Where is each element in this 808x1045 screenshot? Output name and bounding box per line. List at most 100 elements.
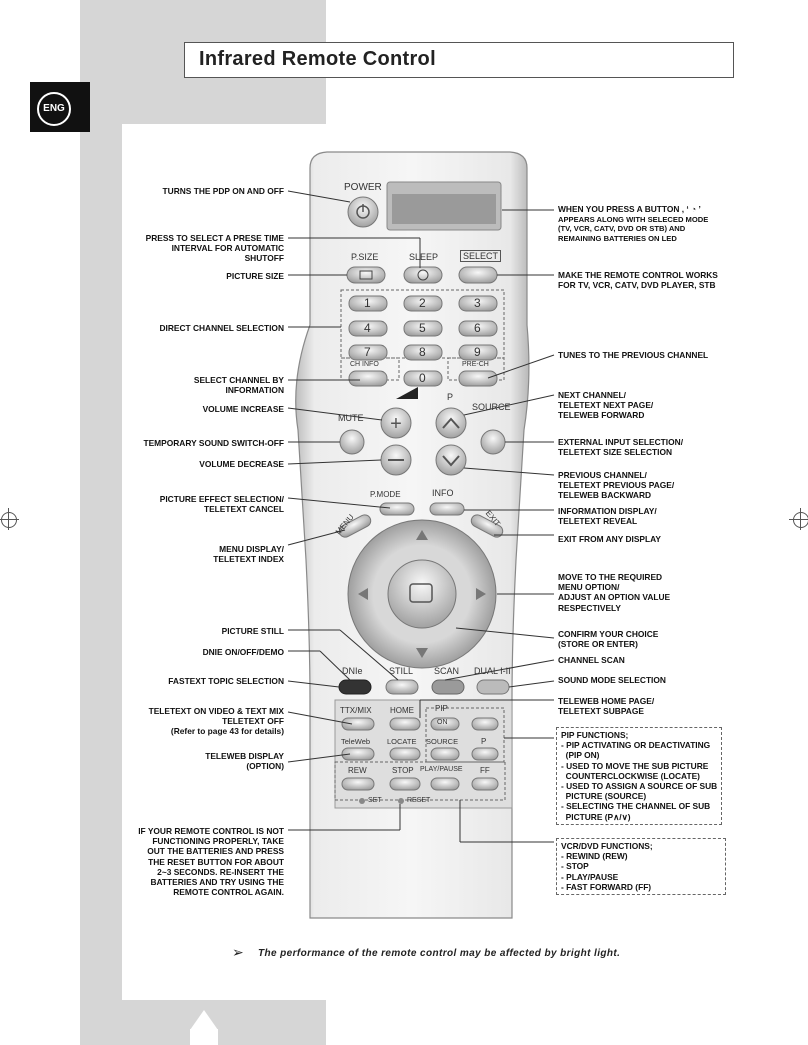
mute-button[interactable] xyxy=(340,430,364,454)
down-arrow-button[interactable] xyxy=(400,640,444,662)
channel-down-button[interactable] xyxy=(436,445,466,475)
power-button[interactable] xyxy=(350,202,376,228)
dnie-button[interactable] xyxy=(339,680,371,694)
info-label: INFO xyxy=(432,488,454,498)
select-label: SELECT xyxy=(460,250,502,262)
footnote: The performance of the remote control ma… xyxy=(258,948,621,959)
still-label: STILL xyxy=(389,666,414,676)
source-button[interactable] xyxy=(481,430,505,454)
page-tab-arrow-icon xyxy=(190,1010,218,1030)
page-tab-arrow-stem xyxy=(190,1029,218,1045)
power-button-label: POWER xyxy=(344,182,382,193)
right-arrow-button[interactable] xyxy=(470,572,492,616)
playpause-button[interactable] xyxy=(431,778,459,790)
callout-still: PICTURE STILL xyxy=(221,626,284,636)
scan-button[interactable] xyxy=(432,680,464,694)
callout-enter: CONFIRM YOUR CHOICE(STORE OR ENTER) xyxy=(558,629,659,650)
stop-button[interactable] xyxy=(390,778,420,790)
source-label: SOURCE xyxy=(472,402,511,412)
dual-button[interactable] xyxy=(477,680,509,694)
prech-button[interactable] xyxy=(459,371,497,386)
volume-down-button[interactable] xyxy=(381,445,411,475)
home-label: HOME xyxy=(390,706,414,715)
digit-3-button[interactable]: 3 xyxy=(474,296,481,310)
still-button[interactable] xyxy=(386,680,418,694)
volume-up-button[interactable] xyxy=(381,408,411,438)
pip-channel-up-button[interactable] xyxy=(472,718,498,730)
digit-0-button[interactable]: 0 xyxy=(419,371,426,385)
reset-button[interactable] xyxy=(396,796,406,806)
pip-p-label: P xyxy=(481,737,487,746)
pip-on-button[interactable]: ON xyxy=(437,719,448,726)
digit-6-button[interactable]: 6 xyxy=(474,321,481,335)
scan-label: SCAN xyxy=(434,666,460,676)
home-button[interactable] xyxy=(390,718,420,730)
rew-button[interactable] xyxy=(342,778,374,790)
callout-pip-box: PIP FUNCTIONS; - PIP ACTIVATING OR DEACT… xyxy=(556,727,723,825)
channel-up-button[interactable] xyxy=(436,408,466,438)
callout-home: TELEWEB HOME PAGE/TELETEXT SUBPAGE xyxy=(558,696,655,717)
callout-volume-up: VOLUME INCREASE xyxy=(202,404,284,414)
page-title: Infrared Remote Control xyxy=(199,48,436,70)
callout-scan: CHANNEL SCAN xyxy=(558,655,625,665)
channel-label: P xyxy=(447,392,454,402)
callout-exit: EXIT FROM ANY DISPLAY xyxy=(558,534,661,544)
up-arrow-button[interactable] xyxy=(400,526,444,548)
ttx-label: TTX/MIX xyxy=(340,706,372,715)
info-button[interactable] xyxy=(430,503,464,515)
digit-7-button[interactable]: 7 xyxy=(364,345,371,359)
enter-button[interactable] xyxy=(388,560,456,628)
callout-info: INFORMATION DISPLAY/TELETEXT REVEAL xyxy=(558,506,657,527)
callout-picture-size: PICTURE SIZE xyxy=(226,271,284,281)
language-tab: ENG xyxy=(30,82,90,132)
exit-button[interactable] xyxy=(470,520,504,532)
teleweb-button[interactable] xyxy=(342,748,374,760)
set-button[interactable] xyxy=(357,796,367,806)
locate-button[interactable] xyxy=(390,748,420,760)
digit-2-button[interactable]: 2 xyxy=(419,296,426,310)
menu-button[interactable] xyxy=(338,520,372,532)
pip-channel-down-button[interactable] xyxy=(472,748,498,760)
left-arrow-button[interactable] xyxy=(352,572,374,616)
callout-dual: SOUND MODE SELECTION xyxy=(558,675,666,685)
callout-mute: TEMPORARY SOUND SWITCH-OFF xyxy=(143,438,284,448)
registration-mark-right-icon xyxy=(789,508,808,530)
callout-vcr-box: VCR/DVD FUNCTIONS; - REWIND (REW) - STOP… xyxy=(556,838,726,896)
reset-label: RESET xyxy=(407,797,431,804)
callout-picture-mode: PICTURE EFFECT SELECTION/TELETEXT CANCEL xyxy=(159,494,284,515)
callout-led: WHEN YOU PRESS A BUTTON , ‘ ◔ ’APPEARS A… xyxy=(558,204,709,243)
registration-mark-left-icon xyxy=(0,508,19,530)
digit-8-button[interactable]: 8 xyxy=(419,345,426,359)
digit-9-button[interactable]: 9 xyxy=(474,345,481,359)
mute-label: MUTE xyxy=(338,413,364,423)
locate-label: LOCATE xyxy=(387,737,417,746)
callout-menu: MENU DISPLAY/TELETEXT INDEX xyxy=(213,544,284,565)
digit-5-button[interactable]: 5 xyxy=(419,321,426,335)
digit-1-button[interactable]: 1 xyxy=(364,296,371,310)
ff-button[interactable] xyxy=(472,778,498,790)
dnie-label: DNIe xyxy=(342,666,363,676)
dual-label: DUAL I-II xyxy=(474,666,511,676)
pmode-button[interactable] xyxy=(380,503,414,515)
sleep-button[interactable] xyxy=(404,267,442,283)
stop-label: STOP xyxy=(392,766,414,775)
chinfo-button[interactable] xyxy=(349,371,387,386)
pip-source-label: SOURCE xyxy=(426,737,459,746)
callout-dnie: DNIe ON/OFF/DEMO xyxy=(202,647,284,657)
callout-power: TURNS THE PDP ON AND OFF xyxy=(162,186,284,196)
pmode-label: P.MODE xyxy=(370,490,401,499)
title-box: Infrared Remote Control xyxy=(184,42,734,78)
callout-source: EXTERNAL INPUT SELECTION/TELETEXT SIZE S… xyxy=(558,437,684,458)
digit-4-button[interactable]: 4 xyxy=(364,321,371,335)
teleweb-label: TeleWeb xyxy=(341,737,371,746)
psize-button[interactable] xyxy=(347,267,385,283)
select-button[interactable] xyxy=(459,267,497,283)
pip-source-button[interactable] xyxy=(431,748,459,760)
ttx-button[interactable] xyxy=(342,718,374,730)
playpause-label: PLAY/PAUSE xyxy=(420,766,463,773)
